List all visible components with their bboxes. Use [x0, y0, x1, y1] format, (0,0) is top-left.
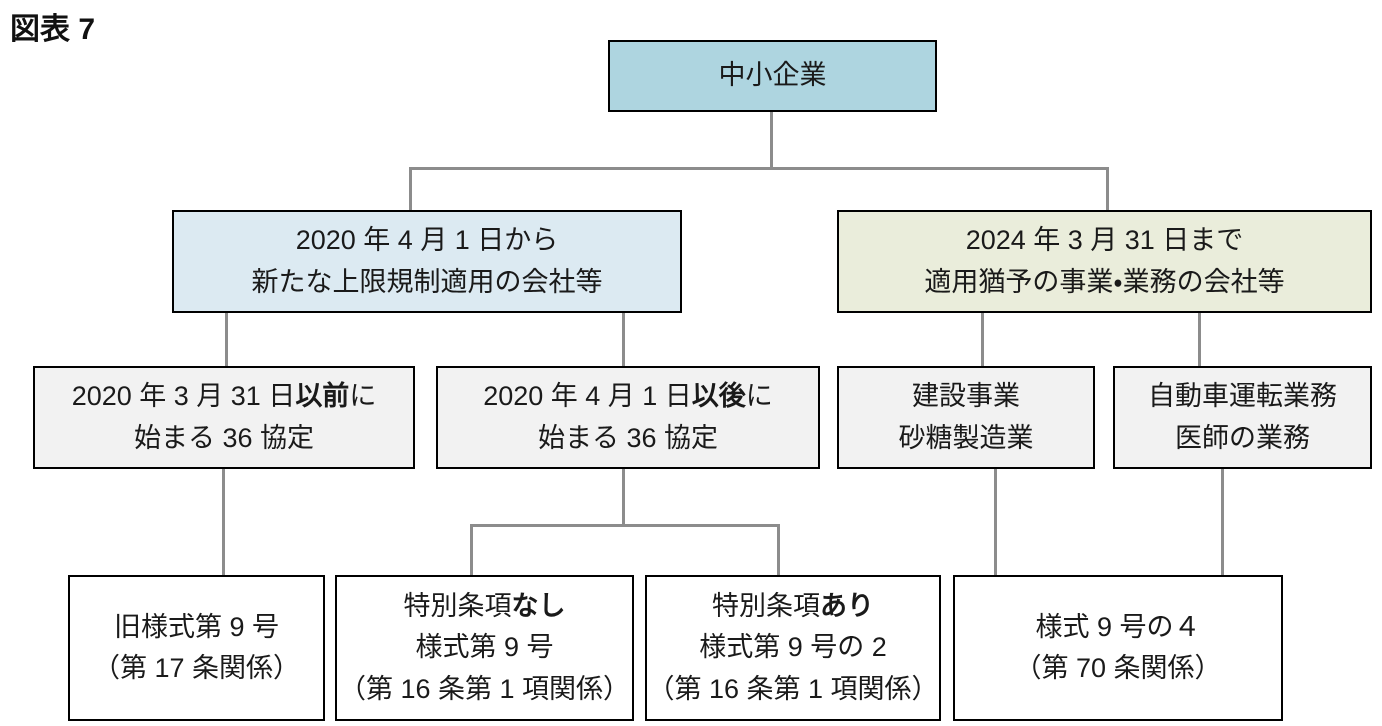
node-form-9-4-line2: （第 70 条関係） [1014, 653, 1222, 683]
connector-after-stem [622, 469, 625, 527]
node-grace-line2: 適用猶予の事業・業務の会社等 [924, 266, 1285, 297]
node-form-9-2-special: 特別条項あり 様式第 9 号の 2 （第 16 条第 1 項関係） [645, 575, 941, 721]
connector-driving-to-9-4 [1221, 469, 1224, 576]
node-form-9-4: 様式 9 号の４ （第 70 条関係） [953, 575, 1283, 721]
node-agreement-after: 2020 年 4 月 1 日以後に 始まる 36 協定 [436, 366, 820, 469]
node-new-limit-line1: 2020 年 4 月 1 日から [295, 225, 559, 256]
form-9-2-special-emphasis: あり [820, 591, 874, 622]
node-construction-line1: 建設事業 [912, 381, 1020, 412]
connector-drop-no-special [470, 524, 473, 576]
connector-drop-special [777, 524, 780, 576]
node-agreement-before-line2: 始まる 36 協定 [133, 422, 315, 453]
node-form-old-9-line1: 旧様式第 9 号 [113, 611, 280, 642]
agreement-before-emphasis: 以前 [295, 381, 350, 412]
connector-left-branch-drop [409, 167, 412, 211]
connector-root-stem [770, 112, 773, 169]
connector-right-to-construction [981, 313, 984, 367]
form-9-no-special-emphasis: なし [511, 591, 566, 622]
connector-right-branch-drop [1106, 167, 1109, 211]
connector-construction-to-9-4 [994, 469, 997, 576]
node-form-9-2-special-line2: 様式第 9 号の 2 [699, 632, 887, 663]
node-form-9-no-special: 特別条項なし 様式第 9 号 （第 16 条第 1 項関係） [335, 575, 634, 721]
figure-title: 図表 7 [10, 13, 96, 46]
agreement-before-particle: に [349, 381, 377, 412]
connector-after-horizontal [470, 524, 780, 527]
node-form-9-no-special-line1: 特別条項なし [404, 586, 566, 627]
connector-left-to-after [622, 313, 625, 367]
node-form-9-no-special-line3: （第 16 条第 1 項関係） [338, 673, 631, 704]
agreement-after-date: 2020 年 4 月 1 日 [483, 381, 692, 412]
node-form-old-9: 旧様式第 9 号 （第 17 条関係） [68, 575, 325, 721]
node-agreement-before-line1: 2020 年 3 月 31 日以前に [72, 376, 377, 417]
connector-before-to-old9 [222, 469, 225, 576]
node-form-old-9-line2: （第 17 条関係） [92, 653, 301, 683]
node-driving-doctor: 自動車運転業務 医師の業務 [1113, 366, 1372, 469]
connector-main-horizontal [409, 167, 1109, 170]
node-sme-root: 中小企業 [608, 40, 937, 112]
node-new-limit-line2: 新たな上限規制適用の会社等 [251, 266, 603, 297]
node-driving-line2: 医師の業務 [1175, 422, 1310, 453]
node-sme-root-label: 中小企業 [718, 60, 827, 91]
node-grace-line1: 2024 年 3 月 31 日まで [965, 225, 1244, 256]
node-form-9-4-line1: 様式 9 号の４ [1035, 611, 1201, 642]
node-grace-branch: 2024 年 3 月 31 日まで 適用猶予の事業・業務の会社等 [837, 210, 1372, 313]
node-driving-line1: 自動車運転業務 [1148, 381, 1337, 412]
agreement-after-emphasis: 以後 [691, 381, 746, 412]
node-construction-line2: 砂糖製造業 [898, 422, 1034, 453]
node-agreement-after-line2: 始まる 36 協定 [537, 422, 719, 453]
form-9-no-special-prefix: 特別条項 [403, 591, 512, 622]
node-agreement-before: 2020 年 3 月 31 日以前に 始まる 36 協定 [33, 366, 415, 469]
node-form-9-no-special-line2: 様式第 9 号 [415, 632, 554, 663]
agreement-before-date: 2020 年 3 月 31 日 [71, 381, 296, 412]
agreement-after-particle: に [745, 381, 773, 412]
node-agreement-after-line1: 2020 年 4 月 1 日以後に [483, 376, 773, 417]
form-9-2-special-prefix: 特別条項 [712, 591, 820, 622]
connector-right-to-driving [1198, 313, 1201, 367]
node-form-9-2-special-line1: 特別条項あり [712, 586, 874, 627]
node-construction-sugar: 建設事業 砂糖製造業 [837, 366, 1095, 469]
node-new-limit-branch: 2020 年 4 月 1 日から 新たな上限規制適用の会社等 [172, 210, 682, 313]
connector-left-to-before [225, 313, 228, 367]
node-form-9-2-special-line3: （第 16 条第 1 項関係） [647, 673, 939, 704]
